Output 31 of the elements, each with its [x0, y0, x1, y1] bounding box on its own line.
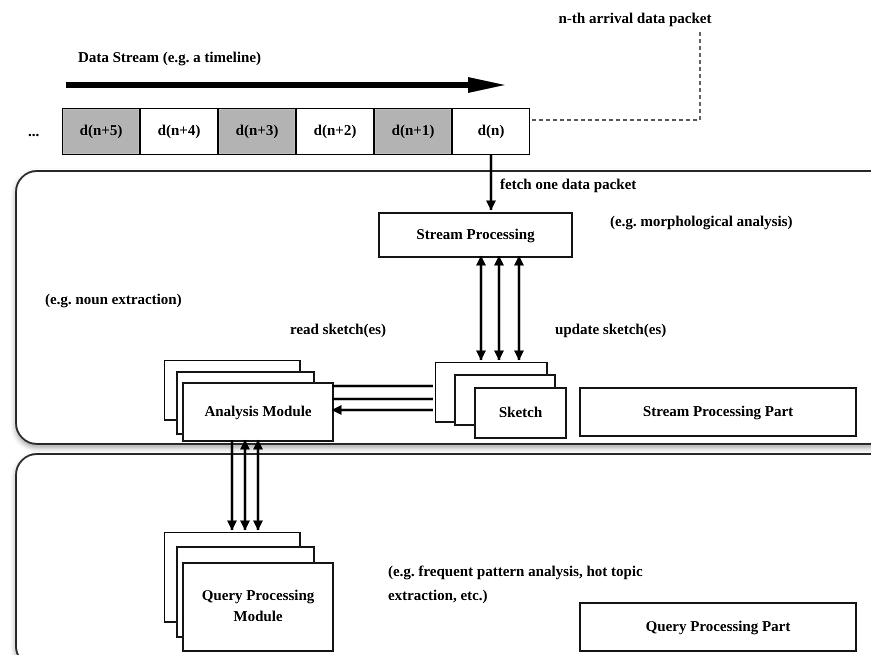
arrow: [240, 440, 250, 530]
annotation-text: n-th arrival data packet: [500, 6, 770, 32]
process-box: Query Processing Module: [182, 562, 334, 652]
packet-cell: d(n+2): [296, 108, 374, 155]
arrow: [332, 405, 433, 415]
example-note: (e.g. morphological analysis): [610, 213, 794, 232]
packet-cell: d(n+4): [140, 108, 218, 155]
packet-cell: d(n+3): [218, 108, 296, 155]
edge-note: read sketch(es): [290, 321, 387, 340]
arrow: [476, 256, 486, 360]
edge-label: fetch one data packet: [498, 176, 638, 195]
edge-note: update sketch(es): [555, 321, 668, 340]
stream-title: Data Stream (e.g. a timeline): [78, 49, 262, 68]
example-note: (e.g. noun extraction): [45, 291, 183, 310]
ellipsis: ...: [28, 123, 40, 142]
section-panel: [15, 170, 871, 445]
leader-line: [530, 32, 701, 121]
process-box: Stream Processing: [378, 212, 573, 258]
arrow: [253, 440, 263, 530]
process-box: Analysis Module: [182, 382, 334, 442]
packet-cell: d(n): [452, 108, 530, 155]
process-box: Sketch: [474, 387, 567, 439]
packet-cell: d(n+1): [374, 108, 452, 155]
arrow: [227, 440, 237, 530]
process-box: Stream Processing Part: [579, 387, 857, 437]
arrow: [486, 155, 496, 210]
packet-cell: d(n+5): [62, 108, 140, 155]
arrow: [514, 256, 524, 360]
process-box: Query Processing Part: [579, 602, 857, 652]
section-panel: [15, 453, 871, 655]
arrow: [494, 256, 504, 360]
